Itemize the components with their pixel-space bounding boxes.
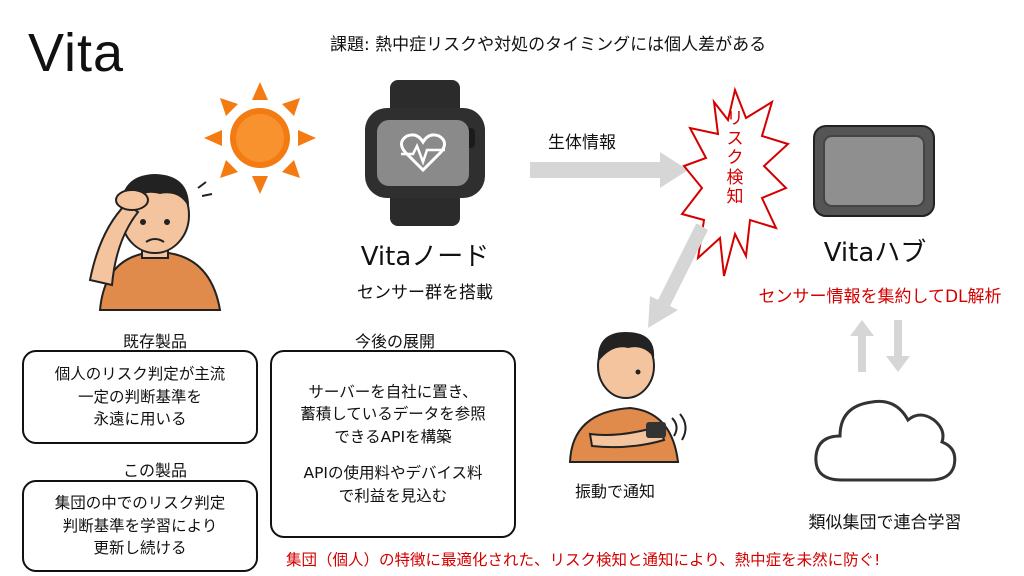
node-title: Vitaノード <box>360 242 490 272</box>
this-product-line: 集団の中でのリスク判定 <box>54 494 226 513</box>
sync-arrows <box>850 320 910 372</box>
cloud-label: 類似集団で連合学習 <box>808 513 962 533</box>
existing-line: 個人のリスク判定が主流 <box>54 365 226 384</box>
future-line: できるAPIを構築 <box>334 427 452 446</box>
node-subtitle: センサー群を搭載 <box>357 283 493 303</box>
hub-subtitle: センサー情報を集約してDL解析 <box>758 287 1002 307</box>
hub-title: Vitaハブ <box>823 238 927 268</box>
cloud-icon <box>814 399 957 482</box>
risk-burst <box>680 86 790 277</box>
existing-heading: 既存製品 <box>122 332 187 351</box>
notify-label: 振動で通知 <box>574 482 655 501</box>
this-product-box: 集団の中でのリスク判定 判断基準を学習により 更新し続ける <box>22 480 258 572</box>
page-title: Vita <box>28 23 125 83</box>
future-line: サーバーを自社に置き、 <box>308 382 478 401</box>
this-product-line: 判断基準を学習により <box>62 516 218 535</box>
future-line: APIの使用料やデバイス料 <box>303 464 483 483</box>
this-product-heading: この製品 <box>122 461 187 480</box>
flow-arrow <box>530 152 688 188</box>
future-line <box>272 448 514 462</box>
risk-badge: リスク検知 <box>726 109 744 208</box>
footer-tagline: 集団（個人）の特徴に最適化された、リスク検知と通知により、熱中症を未然に防ぐ! <box>286 551 881 569</box>
future-heading: 今後の展開 <box>354 332 435 351</box>
flow-label: 生体情報 <box>548 133 616 153</box>
person-checking-watch-icon <box>568 332 687 463</box>
hub-device-icon <box>813 125 935 217</box>
future-line: 蓄積しているデータを参照 <box>300 405 486 424</box>
future-line: で利益を見込む <box>338 486 448 505</box>
existing-line: 永遠に用いる <box>93 410 187 429</box>
sun-icon <box>204 82 316 194</box>
future-box: サーバーを自社に置き、 蓄積しているデータを参照 できるAPIを構築 APIの使… <box>270 350 516 538</box>
notify-arrow <box>648 224 708 328</box>
issue-statement: 課題: 熱中症リスクや対処のタイミングには個人差がある <box>330 35 767 55</box>
worried-person-icon <box>88 174 222 311</box>
existing-line: 一定の判断基準を <box>77 387 202 406</box>
smartwatch-icon <box>365 80 485 226</box>
this-product-line: 更新し続ける <box>93 539 187 558</box>
existing-box: 個人のリスク判定が主流 一定の判断基準を 永遠に用いる <box>22 350 258 444</box>
